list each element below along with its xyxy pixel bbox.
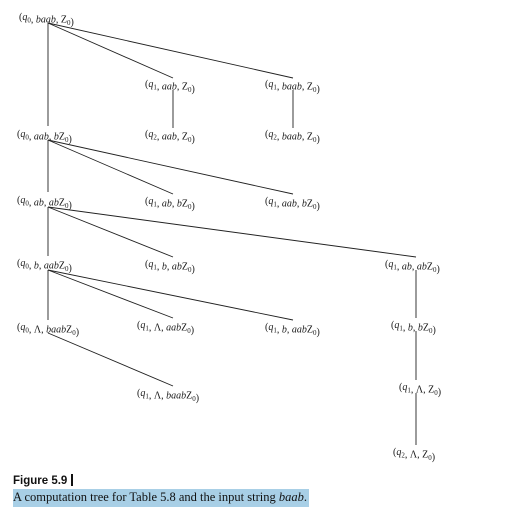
tree-node-n17: (q1, Λ, Z0)	[399, 382, 441, 398]
tree-node-n9: (q0, b, aabZ0)	[17, 258, 72, 274]
tree-node-n4: (q2, baab, Z0)	[265, 129, 320, 145]
figure-caption: A computation tree for Table 5.8 and the…	[13, 489, 309, 507]
tree-node-n2: (q1, baab, Z0)	[265, 79, 320, 95]
tree-node-n12: (q0, Λ, baabZ0)	[17, 322, 79, 338]
tree-edge-n5-n6	[47, 139, 174, 195]
tree-edge-n5-n7	[47, 139, 294, 195]
tree-edge-n8-n10	[47, 206, 174, 258]
tree-node-n11: (q1, ab, abZ0)	[385, 259, 440, 275]
tree-node-n8: (q0, ab, abZ0)	[17, 195, 72, 211]
tree-node-n3: (q2, aab, Z0)	[145, 129, 195, 145]
tree-edge-n0-n2	[47, 22, 294, 79]
tree-node-n16: (q1, Λ, baabZ0)	[137, 388, 199, 404]
caption-input-string: baab	[278, 490, 304, 504]
figure-label-text: Figure 5.9	[13, 475, 68, 487]
tree-node-n18: (q2, Λ, Z0)	[393, 447, 435, 463]
tree-node-n0: (q0, baab, Z0)	[19, 12, 74, 28]
tree-node-n1: (q1, aab, Z0)	[145, 79, 195, 95]
tree-node-n10: (q1, b, abZ0)	[145, 259, 195, 275]
tree-node-n13: (q1, Λ, aabZ0)	[137, 320, 194, 336]
tree-node-n6: (q1, ab, bZ0)	[145, 196, 195, 212]
tree-node-n14: (q1, b, aabZ0)	[265, 322, 320, 338]
tree-node-n5: (q0, aab, bZ0)	[17, 129, 72, 145]
tree-edge-n8-n11	[47, 206, 417, 258]
tree-edge-n9-n14	[47, 269, 294, 321]
tree-edge-n12-n16	[47, 332, 174, 387]
tree-node-n15: (q1, b, bZ0)	[391, 320, 436, 336]
caption-end: .	[303, 490, 307, 504]
caption-text: A computation tree for Table 5.8 and the…	[13, 490, 279, 504]
tree-node-n7: (q1, aab, bZ0)	[265, 196, 320, 212]
figure-label-bar	[71, 474, 74, 486]
tree-edge-n0-n1	[47, 22, 174, 79]
figure-label: Figure 5.9	[13, 474, 74, 487]
tree-edge-n9-n13	[47, 269, 174, 319]
computation-tree: (q0, baab, Z0) (q1, aab, Z0) (q1, baab, Z0…	[17, 12, 441, 463]
